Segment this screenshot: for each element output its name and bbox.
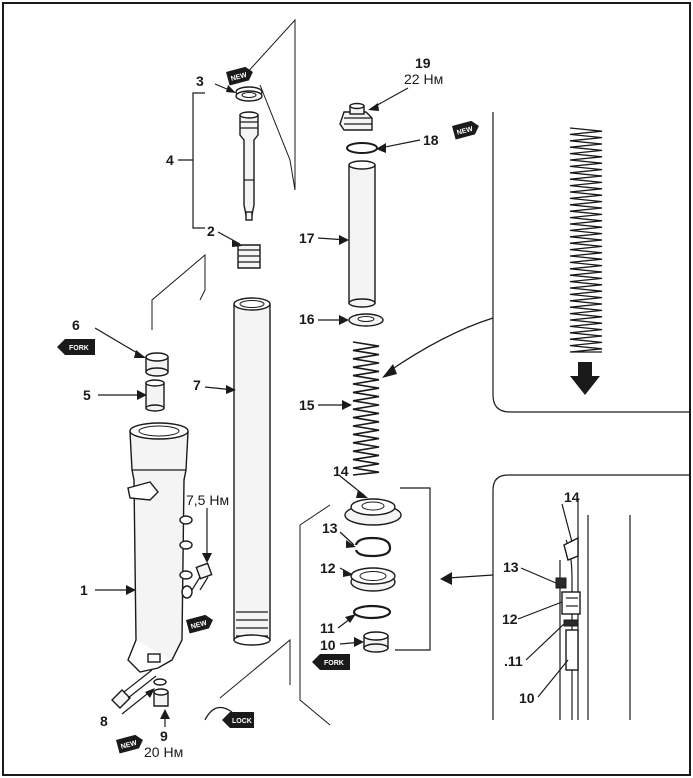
torque-part-19: 22 Нм — [404, 71, 443, 87]
svg-text:NEW: NEW — [190, 620, 208, 631]
fork-tag-icon: FORK — [312, 654, 350, 670]
svg-text:FORK: FORK — [324, 660, 344, 667]
seal-detail-inset — [492, 474, 690, 720]
label-part-13: 13 — [322, 520, 338, 536]
seal-stack-bracket — [395, 487, 431, 651]
seal-callout-arrow — [440, 572, 494, 585]
part-16-spring-seat — [348, 313, 384, 327]
svg-text:NEW: NEW — [456, 126, 474, 137]
new-tag-icon: NEW — [226, 66, 253, 86]
svg-text:LOCK: LOCK — [232, 718, 252, 725]
axle-clamp-bolt — [181, 562, 213, 599]
new-tag-icon: NEW — [452, 120, 479, 140]
label-part-9: 9 — [160, 728, 168, 744]
label-part-1: 1 — [80, 582, 88, 598]
down-arrow-icon — [570, 362, 600, 395]
label-part-16: 16 — [299, 311, 315, 327]
label-part-7: 7 — [193, 377, 201, 393]
torque-axle-bolt: 7,5 Нм — [186, 492, 229, 508]
label-part-10: 10 — [320, 637, 336, 653]
plane-top — [244, 18, 296, 191]
part-6-slide-bushing — [145, 352, 169, 377]
part-7-fork-tube — [233, 297, 271, 646]
detail-label-14: 14 — [564, 489, 580, 505]
bottom-bolts — [111, 669, 169, 709]
label-part-8: 8 — [100, 713, 108, 729]
part-5-oil-lock-piece — [145, 379, 165, 412]
svg-text:NEW: NEW — [230, 72, 248, 83]
lock-arc — [204, 706, 233, 721]
label-part-19: 19 — [415, 55, 431, 71]
part-10-guide-bushing — [363, 631, 389, 653]
new-tag-icon: NEW — [186, 614, 213, 634]
label-part-6: 6 — [72, 317, 80, 333]
plane-bottom — [219, 638, 291, 699]
spring-orientation-inset — [492, 112, 690, 413]
part4-bracket — [178, 92, 205, 229]
part-2-rebound-spring — [237, 244, 261, 269]
detail-label-12: 12 — [502, 611, 518, 627]
part-3-piston-ring — [235, 86, 263, 102]
label-part-4: 4 — [166, 152, 174, 168]
label-part-12: 12 — [320, 560, 336, 576]
fork-tag-icon: FORK — [57, 339, 95, 355]
label-part-11: 11 — [320, 620, 335, 636]
part-12-oil-seal — [350, 567, 396, 592]
plane-right — [299, 504, 331, 726]
part-19-cap-bolt — [339, 102, 373, 131]
part-18-o-ring — [346, 142, 378, 154]
label-part-3: 3 — [196, 73, 204, 89]
part-17-spacer — [348, 160, 376, 308]
torque-part-9: 20 Нм — [144, 744, 183, 760]
plane-middle — [151, 253, 206, 330]
detail-label-13: 13 — [503, 559, 519, 575]
label-part-5: 5 — [83, 387, 91, 403]
label-part-2: 2 — [207, 223, 215, 239]
inset-spring — [568, 125, 604, 355]
part-13-stop-ring — [354, 536, 392, 558]
svg-text:FORK: FORK — [69, 345, 89, 352]
part-15-fork-spring — [352, 341, 380, 476]
part-14-dust-seal — [344, 498, 402, 526]
lock-tag-icon: LOCK — [222, 712, 254, 728]
label-part-15: 15 — [299, 397, 315, 413]
detail-label-11: .11 — [504, 653, 523, 669]
part-11-washer — [352, 604, 392, 620]
label-part-18: 18 — [423, 132, 439, 148]
part-1-fork-slider — [127, 422, 193, 673]
damper-rod — [239, 111, 259, 221]
detail-label-10: 10 — [519, 690, 535, 706]
svg-text:NEW: NEW — [120, 740, 138, 751]
spring-callout-arrow — [382, 317, 494, 378]
label-part-17: 17 — [299, 230, 315, 246]
new-tag-icon: NEW — [116, 734, 143, 754]
label-part-14: 14 — [333, 463, 349, 479]
